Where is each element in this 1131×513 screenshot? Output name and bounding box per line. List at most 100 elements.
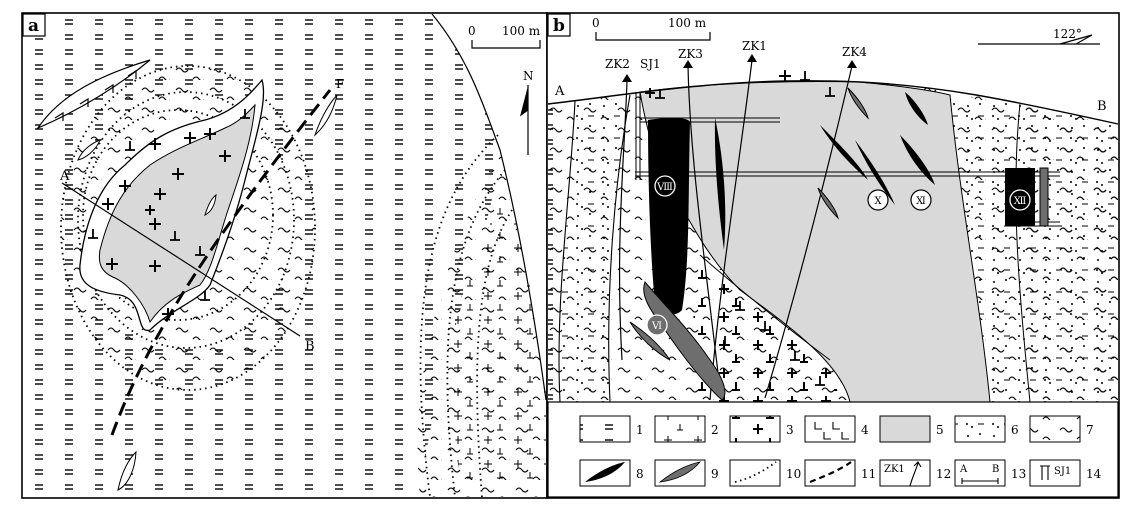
legend-item-8: 8	[579, 459, 644, 487]
panel-b-crosses-top	[645, 70, 791, 98]
legend-num-12: 12	[936, 467, 951, 481]
panel-a-fault-label: F	[336, 77, 344, 91]
panel-a-dike-2	[77, 139, 101, 161]
legend-swatch-3	[729, 415, 781, 443]
panel-a-map: F A B a 0 100 m N	[21, 12, 548, 499]
north-arrow-icon	[520, 85, 529, 155]
orebody-label-X-circle	[867, 189, 889, 211]
legend-shaft-text: SJ1	[1054, 466, 1071, 477]
panel-b-section: Ⅷ Ⅹ Ⅺ Ⅻ Ⅵ ZK2 SJ1 ZK3 ZK1 ZK4 A B b 0 10…	[546, 12, 1120, 499]
legend-item-12: ZK1 12	[879, 459, 951, 487]
panel-b-drillhole-arrows	[622, 54, 857, 82]
legend-item-1: 1	[579, 415, 644, 443]
panel-b-orebody-vein-5	[900, 135, 935, 185]
legend-num-6: 6	[1011, 423, 1019, 437]
panel-b-topography	[547, 80, 1119, 125]
panel-a-north-label: N	[523, 69, 534, 83]
drillhole-label-ZK2: ZK2	[605, 57, 630, 71]
legend: 1 2 3 4 5 6	[547, 401, 1119, 498]
panel-b-section-start: A	[554, 84, 565, 99]
legend-num-14: 14	[1086, 467, 1102, 481]
drillhole-label-ZK1: ZK1	[742, 39, 767, 53]
legend-num-8: 8	[636, 467, 644, 481]
panel-a-tag: a	[28, 16, 39, 36]
legend-swatch-1	[579, 415, 631, 443]
panel-b-scale-bar	[595, 32, 711, 41]
legend-item-10: 10	[729, 459, 801, 487]
legend-section-text-a: A	[959, 464, 968, 475]
legend-section-text-b: B	[992, 464, 999, 475]
legend-swatch-4	[804, 415, 856, 443]
legend-num-13: 13	[1011, 467, 1026, 481]
legend-drillhole-text: ZK1	[884, 464, 905, 475]
legend-item-6: 6	[954, 415, 1019, 443]
panel-b-left-dots	[558, 95, 630, 402]
legend-item-7: 7	[1029, 415, 1094, 443]
legend-item-2: 2	[654, 415, 719, 443]
orebody-label-VI-circle	[646, 314, 668, 336]
panel-b-orebody-VIII	[648, 118, 690, 315]
panel-b-scale-zero: 0	[592, 16, 600, 30]
panel-a-section-start: A	[59, 169, 70, 184]
panel-b-tag: b	[553, 16, 565, 36]
legend-item-4: 4	[804, 415, 869, 443]
panel-b-orebody-vein-3	[820, 125, 868, 180]
panel-b-orebody-vein-2	[905, 92, 928, 125]
panel-a-halo-inner	[82, 109, 274, 321]
panel-b-adit-lower	[635, 171, 1060, 177]
panel-a-tag-box	[22, 13, 46, 37]
orebody-label-XI: Ⅺ	[916, 196, 926, 207]
panel-a-dike-5	[204, 193, 217, 216]
panel-a-scale-zero: 0	[468, 24, 476, 38]
panel-a-granite-crosses	[102, 128, 231, 320]
legend-num-5: 5	[936, 423, 944, 437]
panel-b-tag-box	[547, 13, 571, 37]
legend-num-11: 11	[861, 467, 876, 481]
orebody-label-XII: Ⅻ	[1014, 196, 1027, 207]
legend-num-7: 7	[1086, 423, 1094, 437]
legend-item-9: 9	[654, 459, 719, 487]
panel-b-gray-vein-4	[1039, 167, 1049, 227]
legend-swatch-2	[654, 415, 706, 443]
orebody-label-VIII-circle	[654, 175, 676, 197]
panel-b-T-marks	[655, 71, 835, 386]
panel-b-granite-contact	[699, 254, 831, 361]
drillhole-label-ZK4: ZK4	[842, 45, 867, 59]
legend-num-10: 10	[786, 467, 801, 481]
legend-L-marks	[814, 422, 849, 440]
panel-b-shaft	[635, 92, 641, 180]
legend-swatch-7	[1029, 415, 1081, 443]
legend-num-1: 1	[636, 423, 644, 437]
panel-b-section-end: B	[1097, 99, 1107, 114]
legend-item-5: 5	[879, 415, 944, 443]
panel-a-dike-4	[117, 450, 137, 491]
panel-b-orebody-vein-4	[855, 140, 895, 205]
legend-gray-lens	[658, 461, 702, 483]
orebody-label-VI: Ⅵ	[651, 321, 662, 332]
panel-a-section-line	[61, 182, 301, 337]
section-line-icon	[961, 478, 999, 484]
orebody-label-VIII: Ⅷ	[656, 182, 673, 193]
panel-b-left-dash	[548, 101, 575, 402]
panel-b-drillhole-lines	[618, 59, 853, 401]
legend-num-2: 2	[711, 423, 719, 437]
legend-num-9: 9	[711, 467, 719, 481]
azimuth-arrow-icon	[978, 34, 1100, 45]
legend-swatch-10	[729, 459, 781, 487]
panel-b-granite-wedge	[693, 255, 840, 402]
panel-b-scale-label: 100 m	[668, 16, 707, 30]
legend-swatch-12	[879, 459, 931, 487]
legend-num-3: 3	[786, 423, 794, 437]
orebody-label-X: Ⅹ	[874, 196, 882, 207]
panel-a-east-halo-1	[419, 134, 499, 498]
legend-dashed-line	[809, 461, 852, 484]
legend-swatch-14	[1029, 459, 1081, 487]
panel-a-altered-core	[98, 103, 256, 324]
panel-a-dike-1	[36, 59, 151, 130]
panel-a-dike-3	[313, 94, 338, 137]
legend-item-14: SJ1 14	[1029, 459, 1102, 487]
legend-num-4: 4	[861, 423, 869, 437]
panel-b-orebody-vein-1	[714, 118, 726, 250]
panel-a-scale-label: 100 m	[502, 24, 541, 38]
